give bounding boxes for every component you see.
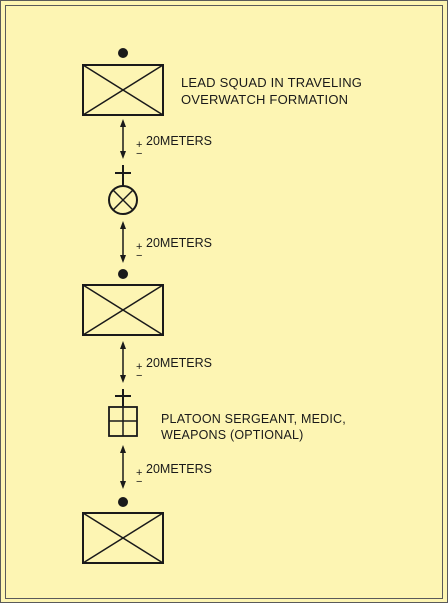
distance-label-3: +−20METERS: [136, 356, 212, 382]
platoon-leader-symbol: [108, 165, 138, 215]
platoon-sergeant-symbol: [108, 389, 138, 437]
second-squad-symbol: [82, 269, 164, 336]
distance-value: 20METERS: [146, 356, 212, 370]
lead-squad-symbol: [82, 48, 164, 116]
lead-squad-label-line2: OVERWATCH FORMATION: [181, 92, 349, 107]
distance-arrow-1: [120, 119, 126, 159]
distance-arrow-3: [120, 341, 126, 383]
distance-value: 20METERS: [146, 462, 212, 476]
lead-squad-label-line1: LEAD SQUAD IN TRAVELING: [181, 75, 363, 90]
distance-arrow-4: [120, 445, 126, 489]
distance-value: 20METERS: [146, 134, 212, 148]
distance-label-1: +−20METERS: [136, 134, 212, 160]
lead-squad-label: LEAD SQUAD IN TRAVELING OVERWATCH FORMAT…: [181, 74, 362, 108]
inner-border: [5, 5, 443, 599]
platoon-sergeant-label-line2: WEAPONS (OPTIONAL): [161, 428, 304, 442]
distance-arrow-2: [120, 221, 126, 263]
third-squad-symbol: [82, 497, 164, 564]
platoon-sergeant-label: PLATOON SERGEANT, MEDIC, WEAPONS (OPTION…: [161, 411, 346, 443]
platoon-sergeant-label-line1: PLATOON SERGEANT, MEDIC,: [161, 412, 346, 426]
distance-label-4: +−20METERS: [136, 462, 212, 488]
distance-value: 20METERS: [146, 236, 212, 250]
distance-label-2: +−20METERS: [136, 236, 212, 262]
